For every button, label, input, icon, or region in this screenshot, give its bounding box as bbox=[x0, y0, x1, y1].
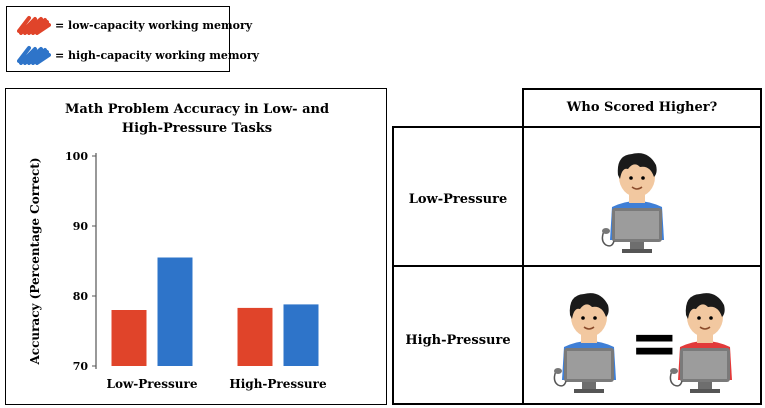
legend-label-low: = low-capacity working memory bbox=[55, 18, 253, 32]
bar bbox=[157, 257, 193, 366]
legend-item-low: = low-capacity working memory bbox=[17, 15, 252, 35]
red-scribble-swatch bbox=[17, 16, 51, 35]
y-tick-label: 70 bbox=[73, 360, 89, 373]
blue-scribble-swatch bbox=[17, 46, 51, 65]
y-axis-label: Accuracy (Percentage Correct) bbox=[28, 157, 42, 365]
equals-sign: = bbox=[630, 309, 679, 377]
y-tick-label: 80 bbox=[73, 290, 89, 303]
results-table: Who Scored Higher? Low-Pressure High-Pre… bbox=[392, 88, 762, 405]
bar-chart: Math Problem Accuracy in Low- andHigh-Pr… bbox=[28, 102, 329, 391]
y-tick-label: 90 bbox=[73, 220, 89, 233]
row-label-low-pressure: Low-Pressure bbox=[408, 192, 508, 207]
table-header-title: Who Scored Higher? bbox=[566, 100, 718, 115]
bar bbox=[283, 304, 319, 366]
chart-title: Math Problem Accuracy in Low- and bbox=[65, 102, 329, 117]
table-border-bottom bbox=[392, 403, 762, 405]
person-at-computer-blue-icon bbox=[553, 293, 616, 393]
bar bbox=[111, 310, 147, 366]
legend-label-high: = high-capacity working memory bbox=[55, 48, 260, 62]
legend-item-high: = high-capacity working memory bbox=[17, 45, 259, 65]
x-tick-label: Low-Pressure bbox=[107, 377, 198, 391]
table-row-divider bbox=[392, 265, 762, 267]
table-divider-vertical bbox=[522, 88, 524, 405]
person-at-computer-blue-icon bbox=[601, 153, 664, 253]
x-tick-label: High-Pressure bbox=[229, 377, 327, 391]
table-border-right bbox=[760, 88, 762, 405]
table-header-divider bbox=[392, 126, 762, 128]
legend: = low-capacity working memory = high-cap… bbox=[6, 6, 259, 72]
bar bbox=[237, 307, 273, 366]
chart-title: High-Pressure Tasks bbox=[122, 121, 272, 136]
person-at-computer-red-icon bbox=[669, 293, 732, 393]
y-tick-label: 100 bbox=[65, 150, 88, 163]
table-border-top bbox=[522, 88, 762, 90]
row-label-high-pressure: High-Pressure bbox=[405, 333, 511, 348]
